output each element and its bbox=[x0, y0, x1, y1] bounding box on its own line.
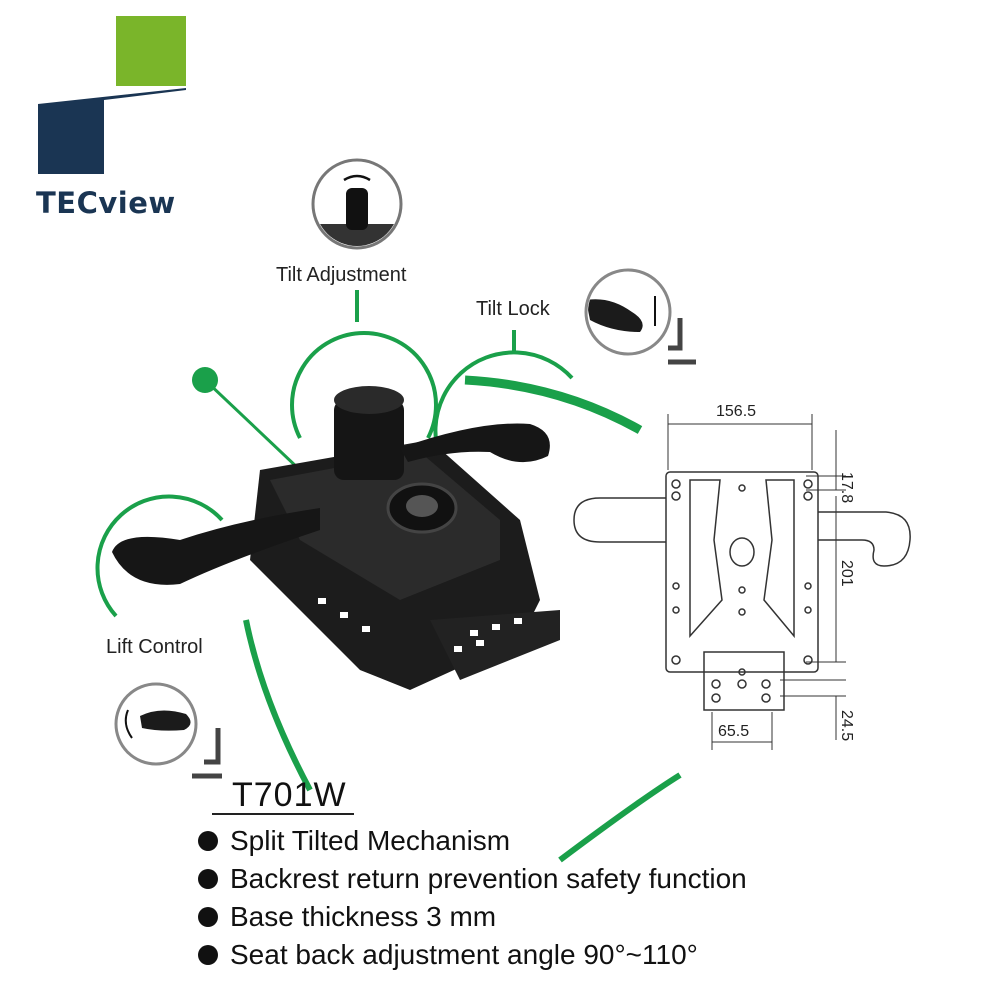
left-lever-outline bbox=[573, 497, 666, 543]
callout-tilt-adjustment: Tilt Adjustment bbox=[276, 264, 407, 286]
model-underline bbox=[212, 813, 354, 815]
model-title: T701W bbox=[232, 776, 347, 814]
tilt-lock-inset bbox=[584, 268, 696, 365]
logo-green-square bbox=[116, 16, 186, 86]
dimension-lines bbox=[667, 414, 846, 750]
feature-text: Split Tilted Mechanism bbox=[230, 825, 511, 856]
lift-control-arc bbox=[95, 494, 224, 618]
callout-tilt-lock: Tilt Lock bbox=[476, 298, 550, 320]
pointer-line bbox=[203, 378, 302, 472]
bottom-sweep-arc bbox=[558, 772, 682, 863]
right-sweep-arc bbox=[464, 375, 643, 434]
lower-sweep-arc bbox=[243, 619, 313, 792]
dim-top-offset: 17.8 bbox=[838, 472, 855, 503]
bullet-icon bbox=[198, 945, 218, 965]
tecview-logo bbox=[38, 16, 186, 174]
dim-bottom-offset: 24.5 bbox=[838, 710, 855, 741]
feature-item: Split Tilted Mechanism bbox=[198, 822, 747, 860]
dim-bottom-width: 65.5 bbox=[718, 723, 749, 740]
left-slot bbox=[689, 479, 723, 638]
tilt-adjust-arc bbox=[290, 331, 438, 439]
bullet-icon bbox=[198, 907, 218, 927]
mechanism-illustration bbox=[112, 386, 560, 690]
base-plate-outline bbox=[665, 471, 819, 673]
logo-navy-shape bbox=[38, 88, 186, 174]
feature-item: Seat back adjustment angle 90°~110° bbox=[198, 936, 747, 974]
lift-control-inset bbox=[114, 682, 222, 779]
feature-list: Split Tilted Mechanism Backrest return p… bbox=[198, 822, 747, 974]
plate-holes bbox=[671, 479, 813, 703]
feature-item: Base thickness 3 mm bbox=[198, 898, 747, 936]
technical-drawing bbox=[573, 414, 911, 750]
brand-name: TECview bbox=[36, 186, 176, 220]
feature-text: Backrest return prevention safety functi… bbox=[230, 863, 747, 894]
feature-text: Base thickness 3 mm bbox=[230, 901, 497, 932]
dimension-labels: 156.5 17.8 201 65.5 24.5 bbox=[716, 403, 855, 741]
right-lever-outline bbox=[818, 511, 911, 567]
pointer-dot bbox=[192, 367, 218, 393]
callout-arcs bbox=[95, 290, 682, 863]
right-slot bbox=[763, 479, 795, 639]
bullet-icon bbox=[198, 869, 218, 889]
dim-width-top: 156.5 bbox=[716, 403, 756, 420]
center-hole bbox=[729, 537, 755, 567]
tilt-adjust-inset bbox=[311, 158, 403, 250]
bottom-bracket-outline bbox=[703, 651, 785, 711]
bullet-icon bbox=[198, 831, 218, 851]
feature-text: Seat back adjustment angle 90°~110° bbox=[230, 939, 698, 970]
callout-lift-control: Lift Control bbox=[106, 636, 203, 658]
dim-height: 201 bbox=[838, 560, 855, 587]
feature-item: Backrest return prevention safety functi… bbox=[198, 860, 747, 898]
